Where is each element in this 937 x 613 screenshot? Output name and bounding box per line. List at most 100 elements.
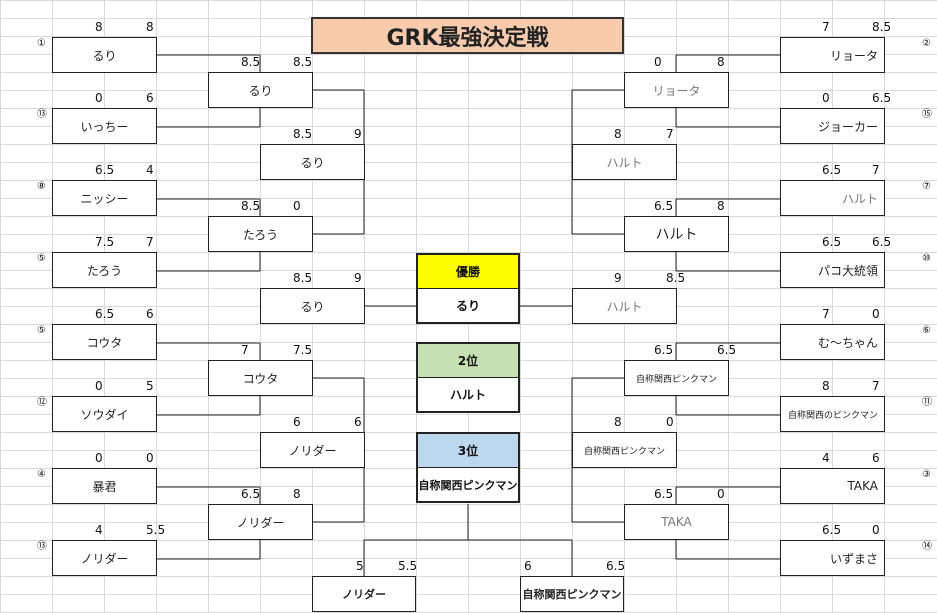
- left-r3-entry-2-score-b: 9: [354, 271, 362, 285]
- left-r2-entry-1-name: るり: [208, 72, 313, 108]
- right-r1-entry-7-score-b: 6: [872, 451, 880, 465]
- right-r1-entry-4-score-b: 6.5: [872, 235, 892, 249]
- left-r1-entry-2-score-a: 0: [95, 91, 103, 105]
- third-match-left-score-b: 5.5: [398, 559, 418, 573]
- left-r1-entry-3-score-b: 4: [146, 163, 154, 177]
- third-match-right-score-b: 6.5: [606, 559, 626, 573]
- right-r3-entry-3-score-a: 8: [614, 415, 622, 429]
- right-r2-entry-4-name: TAKA: [624, 504, 729, 540]
- right-r2-entry-3-name: 自称関西ピンクマン: [624, 360, 729, 396]
- right-r1-entry-4-name: パコ大統領: [780, 252, 885, 288]
- left-r1-entry-7-score-a: 0: [95, 451, 103, 465]
- left-r1-entry-1-seed: ①: [37, 38, 46, 49]
- winner-name: るり: [416, 288, 520, 324]
- right-r1-entry-4-seed: ⑩: [922, 253, 931, 264]
- left-r2-entry-1-score-a: 8.5: [241, 55, 261, 69]
- right-r2-entry-4-score-b: 0: [717, 487, 725, 501]
- left-r1-entry-5-name: コウタ: [52, 324, 157, 360]
- right-r1-entry-6-score-a: 8: [822, 379, 830, 393]
- left-r1-entry-4-seed: ⑤: [37, 253, 46, 264]
- left-r1-entry-3-score-a: 6.5: [95, 163, 115, 177]
- right-r3-entry-3-name: 自称関西ピンクマン: [572, 432, 677, 468]
- left-r1-entry-6-seed: ⑫: [37, 397, 47, 408]
- third-match-left-name: ノリダー: [312, 576, 416, 612]
- right-r2-entry-1-score-b: 8: [717, 55, 725, 69]
- left-r1-entry-5-seed: ⑤: [37, 325, 46, 336]
- third-match-right-score-a: 6: [524, 559, 532, 573]
- left-r1-entry-6-name: ソウダイ: [52, 396, 157, 432]
- left-r2-entry-4-score-a: 6.5: [241, 487, 261, 501]
- left-r1-entry-4-score-a: 7.5: [95, 235, 115, 249]
- left-r1-entry-3-seed: ⑧: [37, 181, 46, 192]
- right-r1-entry-1-seed: ②: [922, 38, 931, 49]
- left-r3-entry-1-score-b: 9: [354, 127, 362, 141]
- left-r1-entry-2-seed: ⑬: [37, 109, 47, 120]
- right-r1-entry-5-score-b: 0: [872, 307, 880, 321]
- left-r3-entry-1-score-a: 8.5: [293, 127, 313, 141]
- right-r1-entry-8-score-b: 0: [872, 523, 880, 537]
- left-r1-entry-4-name: たろう: [52, 252, 157, 288]
- left-r1-entry-8-score-b: 5.5: [146, 523, 166, 537]
- right-r2-entry-1-name: リョータ: [624, 72, 729, 108]
- right-r1-entry-1-score-b: 8.5: [872, 20, 892, 34]
- third-place-label: 3位: [416, 432, 520, 468]
- right-r1-entry-8-name: いずまさ: [780, 540, 885, 576]
- left-r1-entry-5-score-a: 6.5: [95, 307, 115, 321]
- right-r1-entry-7-score-a: 4: [822, 451, 830, 465]
- left-r2-entry-3-score-a: 7: [241, 343, 249, 357]
- right-r2-entry-1-score-a: 0: [654, 55, 662, 69]
- left-r2-entry-1-score-b: 8.5: [293, 55, 313, 69]
- left-r2-entry-2-score-b: 0: [293, 199, 301, 213]
- third-place-name: 自称関西ピンクマン: [416, 467, 520, 503]
- left-r2-entry-2-name: たろう: [208, 216, 313, 252]
- left-r3-entry-1-name: るり: [260, 144, 365, 180]
- left-r1-entry-2-score-b: 6: [146, 91, 154, 105]
- right-r1-entry-5-name: む～ちゃん: [780, 324, 885, 360]
- right-r1-entry-6-score-b: 7: [872, 379, 880, 393]
- right-r3-entry-2-score-a: 9: [614, 271, 622, 285]
- right-r2-entry-2-score-a: 6.5: [654, 199, 674, 213]
- left-r3-entry-3-score-a: 6: [293, 415, 301, 429]
- right-r1-entry-3-score-a: 6.5: [822, 163, 842, 177]
- left-r3-entry-3-name: ノリダー: [260, 432, 365, 468]
- second-place-label: 2位: [416, 342, 520, 378]
- left-r1-entry-6-score-a: 0: [95, 379, 103, 393]
- right-r1-entry-4-score-a: 6.5: [822, 235, 842, 249]
- right-r2-entry-2-score-b: 8: [717, 199, 725, 213]
- left-r2-entry-4-name: ノリダー: [208, 504, 313, 540]
- right-r1-entry-3-seed: ⑦: [922, 181, 931, 192]
- second-place-name: ハルト: [416, 377, 520, 413]
- left-r1-entry-7-score-b: 0: [146, 451, 154, 465]
- right-r2-entry-2-name: ハルト: [624, 216, 729, 252]
- right-r1-entry-2-score-a: 0: [822, 91, 830, 105]
- right-r1-entry-8-score-a: 6.5: [822, 523, 842, 537]
- right-r3-entry-3-score-b: 0: [666, 415, 674, 429]
- right-r1-entry-2-seed: ⑮: [922, 109, 932, 120]
- left-r1-entry-6-score-b: 5: [146, 379, 154, 393]
- right-r3-entry-2-score-b: 8.5: [666, 271, 686, 285]
- right-r1-entry-2-score-b: 6.5: [872, 91, 892, 105]
- left-r1-entry-8-name: ノリダー: [52, 540, 157, 576]
- left-r1-entry-1-score-b: 8: [146, 20, 154, 34]
- left-r2-entry-3-score-b: 7.5: [293, 343, 313, 357]
- right-r3-entry-1-score-a: 8: [614, 127, 622, 141]
- left-r1-entry-7-name: 暴君: [52, 468, 157, 504]
- left-r1-entry-3-name: ニッシー: [52, 180, 157, 216]
- third-match-left-score-a: 5: [356, 559, 364, 573]
- right-r1-entry-5-score-a: 7: [822, 307, 830, 321]
- left-r3-entry-3-score-b: 6: [354, 415, 362, 429]
- left-r2-entry-3-name: コウタ: [208, 360, 313, 396]
- right-r1-entry-3-name: ハルト: [780, 180, 885, 216]
- left-r1-entry-2-name: いっちー: [52, 108, 157, 144]
- left-r1-entry-5-score-b: 6: [146, 307, 154, 321]
- left-r3-entry-2-name: るり: [260, 288, 365, 324]
- right-r3-entry-2-name: ハルト: [572, 288, 677, 324]
- right-r2-entry-3-score-b: 6.5: [717, 343, 737, 357]
- page-title: GRK最強決定戦: [311, 17, 624, 54]
- left-r1-entry-1-name: るり: [52, 37, 157, 73]
- right-r3-entry-1-score-b: 7: [666, 127, 674, 141]
- left-r1-entry-8-score-a: 4: [95, 523, 103, 537]
- right-r1-entry-2-name: ジョーカー: [780, 108, 885, 144]
- left-r1-entry-8-seed: ⑬: [37, 541, 47, 552]
